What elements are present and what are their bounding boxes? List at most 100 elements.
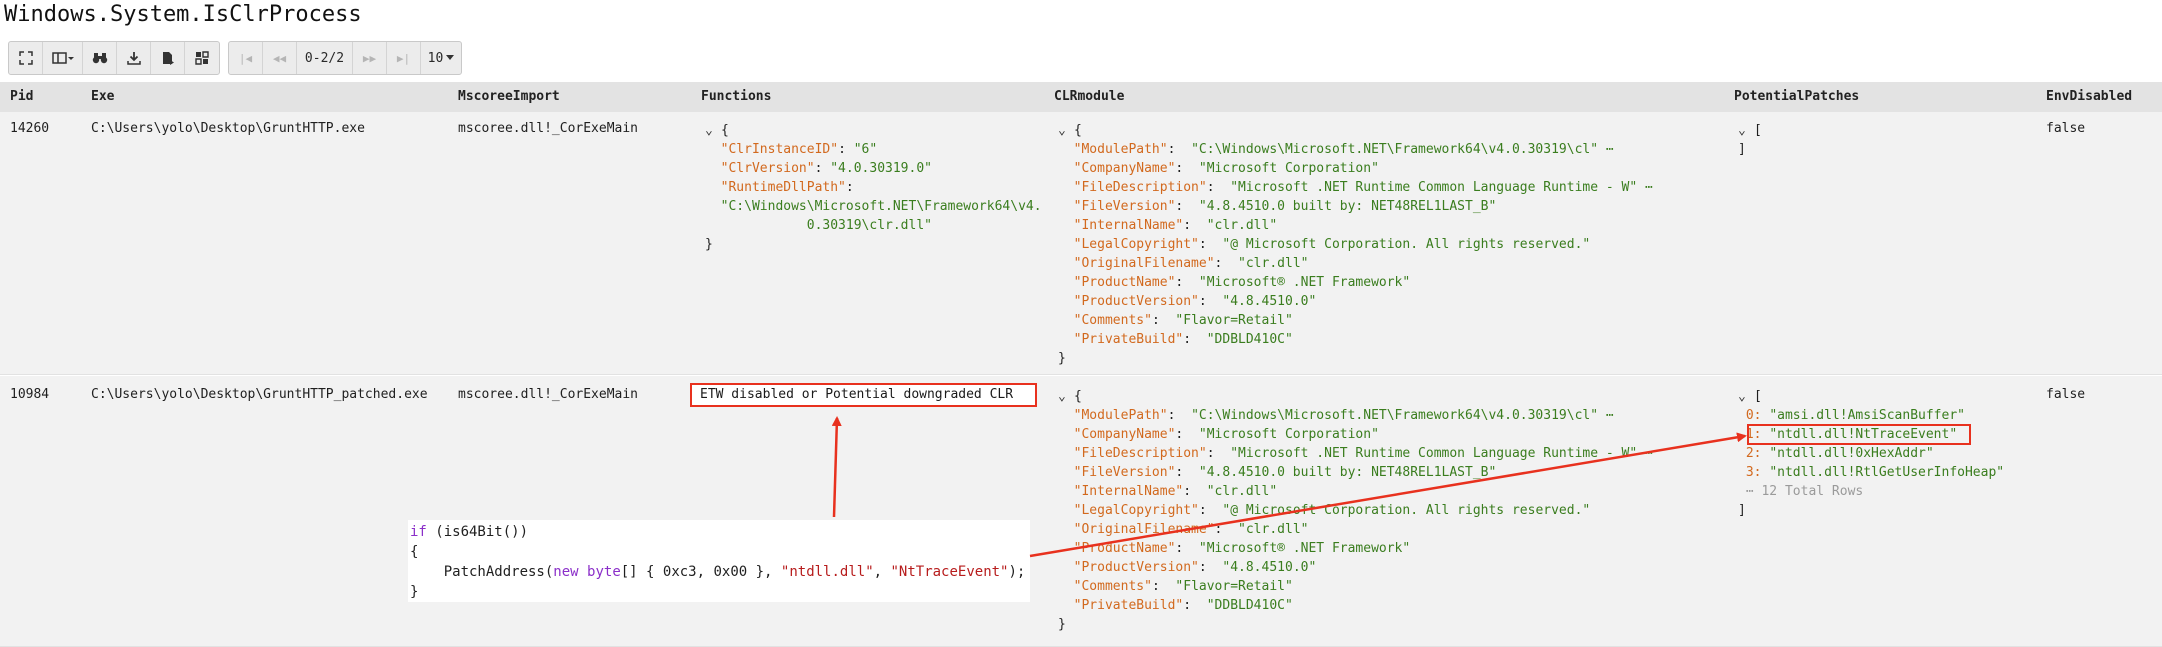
file-export-icon[interactable] <box>151 42 185 74</box>
code-text: { <box>410 544 419 560</box>
json-key: "ProductName" <box>1073 541 1176 556</box>
code-string: "ntdll.dll" <box>780 564 874 580</box>
json-value: "clr.dll" <box>1206 484 1278 499</box>
json-value: "clr.dll" <box>1238 256 1309 271</box>
json-open: [ <box>1754 123 1762 138</box>
json-key: "LegalCopyright" <box>1073 237 1199 252</box>
code-text: ); <box>1008 564 1026 580</box>
patch-item: "amsi.dll!AmsiScanBuffer" <box>1769 408 1965 423</box>
json-key: "CompanyName" <box>1073 427 1176 442</box>
page-title: Windows.System.IsClrProcess <box>4 2 362 27</box>
json-open: [ <box>1754 389 1762 404</box>
page-range: 0-2/2 <box>297 42 353 74</box>
code-text: (is64Bit()) <box>426 524 529 540</box>
toolbar-actions <box>8 41 220 75</box>
exe-cell: C:\Users\yolo\Desktop\GruntHTTP.exe <box>91 121 365 136</box>
json-key: "ClrInstanceID" <box>720 142 839 157</box>
column-header-mscoreeimport[interactable]: MscoreeImport <box>458 89 560 104</box>
patch-item-highlighted: "ntdll.dll!NtTraceEvent" <box>1769 427 1958 442</box>
code-text <box>579 564 587 580</box>
pid-cell: 14260 <box>10 121 50 136</box>
code-text: } <box>410 584 419 600</box>
envdisabled-cell: false <box>2046 121 2086 136</box>
grid-icon[interactable] <box>185 42 219 74</box>
json-value: 0.30319\clr.dll" <box>806 218 932 233</box>
json-key: "Comments" <box>1073 579 1152 594</box>
highlight-box <box>1747 424 1971 445</box>
code-snippet: if (is64Bit()) { PatchAddress(new byte[]… <box>408 520 1030 602</box>
json-close: } <box>1058 617 1066 632</box>
column-header-exe[interactable]: Exe <box>91 89 115 104</box>
patches-json: ⌄ [ 0: "amsi.dll!AmsiScanBuffer" 1: "ntdl… <box>1738 387 2004 520</box>
download-icon[interactable] <box>117 42 151 74</box>
code-keyword: new <box>553 564 579 580</box>
collapse-caret-icon[interactable]: ⌄ <box>1738 389 1746 404</box>
table-row[interactable]: 10984 C:\Users\yolo\Desktop\GruntHTTP_pa… <box>0 376 2162 647</box>
json-open: { <box>1074 389 1082 404</box>
json-value: "Flavor=Retail" <box>1175 579 1293 594</box>
json-key: "OriginalFilename" <box>1073 522 1215 537</box>
mscoree-cell: mscoree.dll!_CorExeMain <box>458 121 639 136</box>
json-value: "@ Microsoft Corporation. All rights res… <box>1222 503 1591 518</box>
page-size-select[interactable]: 10 <box>421 42 461 74</box>
json-key: "InternalName" <box>1073 218 1184 233</box>
collapse-caret-icon[interactable]: ⌄ <box>1058 123 1066 138</box>
next-page-button[interactable]: ▶▶ <box>353 42 387 74</box>
collapse-caret-icon[interactable]: ⌄ <box>705 123 713 138</box>
binoculars-icon[interactable] <box>83 42 117 74</box>
json-key: "ClrVersion" <box>720 161 815 176</box>
json-value: "C:\Windows\Microsoft.NET\Framework64\v4… <box>720 199 1042 214</box>
json-value: "@ Microsoft Corporation. All rights res… <box>1222 237 1591 252</box>
fullscreen-icon[interactable] <box>9 42 43 74</box>
toolbar: |◀ ◀◀ 0-2/2 ▶▶ ▶| 10 <box>8 41 462 75</box>
column-header-functions[interactable]: Functions <box>701 89 772 104</box>
more-rows-link[interactable]: ⋯ 12 Total Rows <box>1745 484 1864 499</box>
json-key: "FileVersion" <box>1073 465 1176 480</box>
column-header-pid[interactable]: Pid <box>10 89 34 104</box>
code-type: byte <box>587 564 621 580</box>
json-open: { <box>1074 123 1082 138</box>
json-open: { <box>721 123 729 138</box>
json-key: "FileVersion" <box>1073 199 1176 214</box>
json-key: "OriginalFilename" <box>1073 256 1215 271</box>
array-index: 0: <box>1745 408 1762 423</box>
collapse-caret-icon[interactable]: ⌄ <box>1058 389 1066 404</box>
pager: |◀ ◀◀ 0-2/2 ▶▶ ▶| 10 <box>228 41 462 75</box>
column-header-clrmodule[interactable]: CLRmodule <box>1054 89 1125 104</box>
json-value: "Microsoft® .NET Framework" <box>1198 275 1411 290</box>
last-page-button[interactable]: ▶| <box>387 42 421 74</box>
json-value: "Flavor=Retail" <box>1175 313 1293 328</box>
json-key: "ModulePath" <box>1073 142 1168 157</box>
json-key: "CompanyName" <box>1073 161 1176 176</box>
column-header-potentialpatches[interactable]: PotentialPatches <box>1734 89 1860 104</box>
code-text: , <box>873 564 891 580</box>
json-key: "FileDescription" <box>1073 180 1207 195</box>
array-index: 1: <box>1745 427 1762 442</box>
json-key: "PrivateBuild" <box>1073 332 1184 347</box>
json-value: "Microsoft® .NET Framework" <box>1198 541 1411 556</box>
json-close: } <box>705 237 713 252</box>
json-key: "ProductVersion" <box>1073 560 1199 575</box>
first-page-button[interactable]: |◀ <box>229 42 263 74</box>
table-header: Pid Exe MscoreeImport Functions CLRmodul… <box>0 82 2162 113</box>
collapse-caret-icon[interactable]: ⌄ <box>1738 123 1746 138</box>
json-value: "Microsoft Corporation" <box>1198 161 1379 176</box>
json-key: "ProductName" <box>1073 275 1176 290</box>
json-key: "RuntimeDllPath" <box>720 180 846 195</box>
table-row[interactable]: 14260 C:\Users\yolo\Desktop\GruntHTTP.ex… <box>0 112 2162 375</box>
json-value: "4.8.4510.0" <box>1222 294 1317 309</box>
columns-icon[interactable] <box>43 42 83 74</box>
json-value: "DDBLD410C" <box>1206 598 1293 613</box>
code-keyword: if <box>410 524 427 540</box>
array-index: 3: <box>1745 465 1762 480</box>
json-value: "6" <box>853 142 878 157</box>
column-header-envdisabled[interactable]: EnvDisabled <box>2046 89 2133 104</box>
json-value: "Microsoft Corporation" <box>1198 427 1379 442</box>
code-string: "NtTraceEvent" <box>890 564 1009 580</box>
patches-json: ⌄[ ] <box>1738 121 1762 159</box>
json-value: "4.8.4510.0 built by: NET48REL1LAST_B" <box>1198 199 1497 214</box>
etw-disabled-callout: ETW disabled or Potential downgraded CLR <box>690 383 1037 407</box>
json-value: "4.0.30319.0" <box>830 161 932 176</box>
code-text: [] { 0xc3, 0x00 }, <box>620 564 781 580</box>
prev-page-button[interactable]: ◀◀ <box>263 42 297 74</box>
